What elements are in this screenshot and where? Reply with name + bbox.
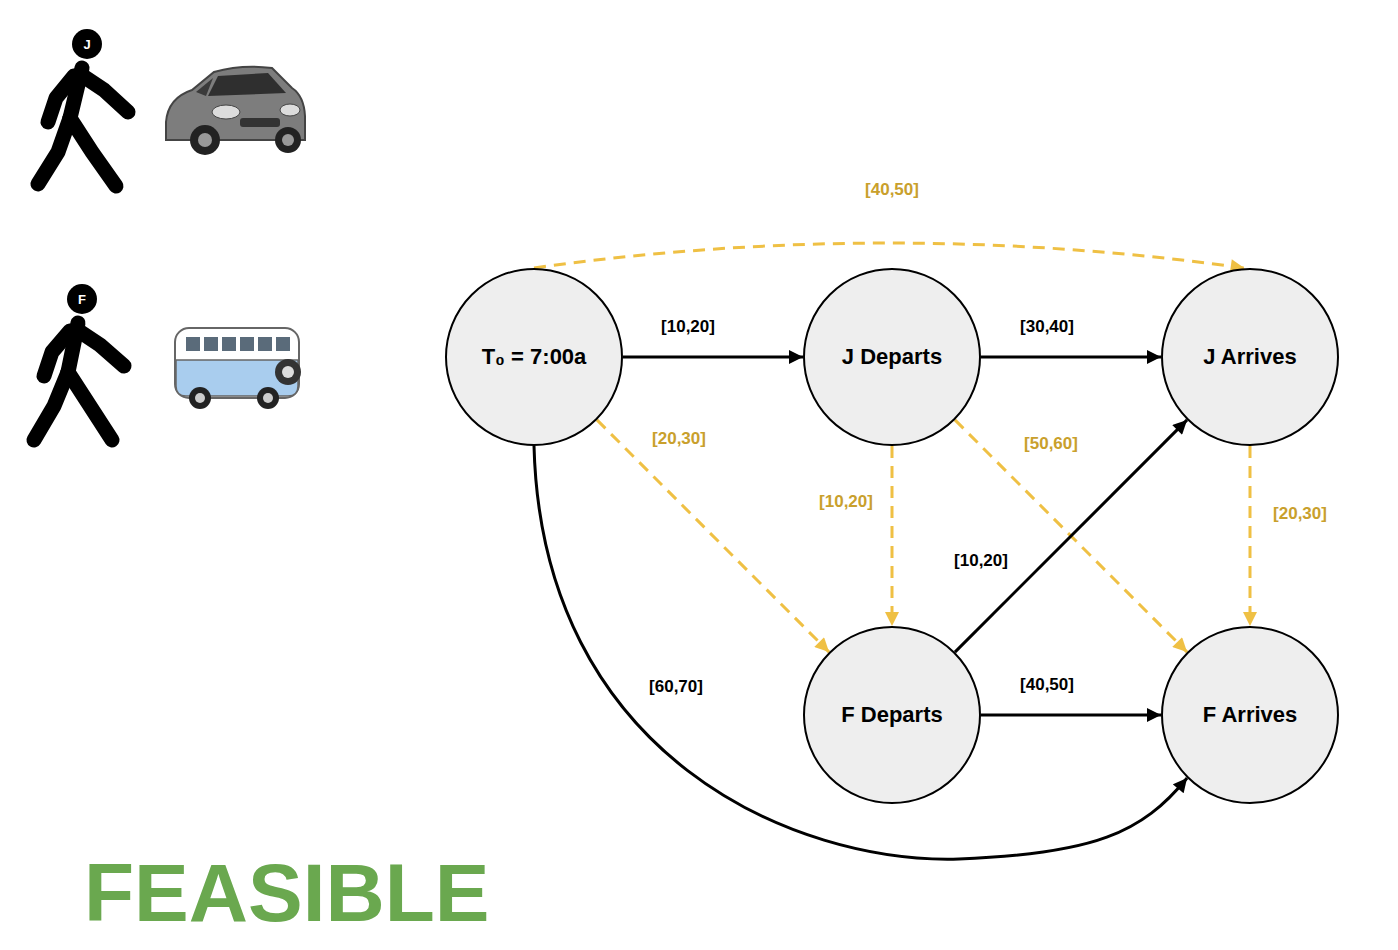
- interval-label: [40,50]: [862, 180, 922, 200]
- person-initial: F: [78, 293, 86, 306]
- state-circle: F Departs: [803, 626, 981, 804]
- person-initial: J: [83, 38, 90, 51]
- interval-label: [60,70]: [646, 677, 706, 697]
- interval-label: [50,60]: [1021, 434, 1081, 454]
- node-text-group: T₀ = 7:00a: [482, 344, 587, 370]
- interval-label: [20,30]: [1270, 504, 1330, 524]
- node-label: F Departs: [841, 702, 942, 728]
- van-illustration: [175, 328, 301, 409]
- interval-label: [10,20]: [816, 492, 876, 512]
- node-text-group: J Arrives: [1203, 344, 1296, 370]
- interval-label: [40,50]: [1017, 675, 1077, 695]
- constraint-arrow: [981, 714, 1161, 717]
- node-text-group: J Departs: [842, 344, 942, 370]
- state-circle: J Arrives: [1161, 268, 1339, 446]
- constraint-dashed-arrow: [597, 420, 829, 652]
- node-label: F Arrives: [1203, 702, 1298, 728]
- status-heading: FEASIBLE: [84, 852, 489, 934]
- constraint-dashed-arrow: [891, 446, 894, 626]
- interval-label: [20,30]: [649, 429, 709, 449]
- node-text-group: F Departs: [841, 702, 942, 728]
- state-circle: J Departs: [803, 268, 981, 446]
- car-illustration: [166, 67, 305, 155]
- constraint-arrow: [534, 446, 1187, 859]
- constraint-arrow: [981, 356, 1161, 359]
- interval-label: [10,20]: [658, 317, 718, 337]
- person-figure: [34, 284, 124, 440]
- constraint-dashed-arrow: [955, 420, 1187, 652]
- node-label: J Arrives: [1203, 344, 1296, 370]
- node-label: T₀ = 7:00a: [482, 344, 587, 370]
- constraint-dashed-arrow: [1249, 446, 1252, 626]
- constraint-arrow: [955, 420, 1187, 652]
- node-label: J Departs: [842, 344, 942, 370]
- state-circle: T₀ = 7:00a: [445, 268, 623, 446]
- node-text-group: F Arrives: [1203, 702, 1298, 728]
- state-circle: F Arrives: [1161, 626, 1339, 804]
- interval-label: [30,40]: [1017, 317, 1077, 337]
- constraint-arrow: [623, 356, 803, 359]
- constraint-dashed-arrow: [534, 243, 1245, 268]
- interval-label: [10,20]: [951, 551, 1011, 571]
- person-figure: [38, 29, 128, 186]
